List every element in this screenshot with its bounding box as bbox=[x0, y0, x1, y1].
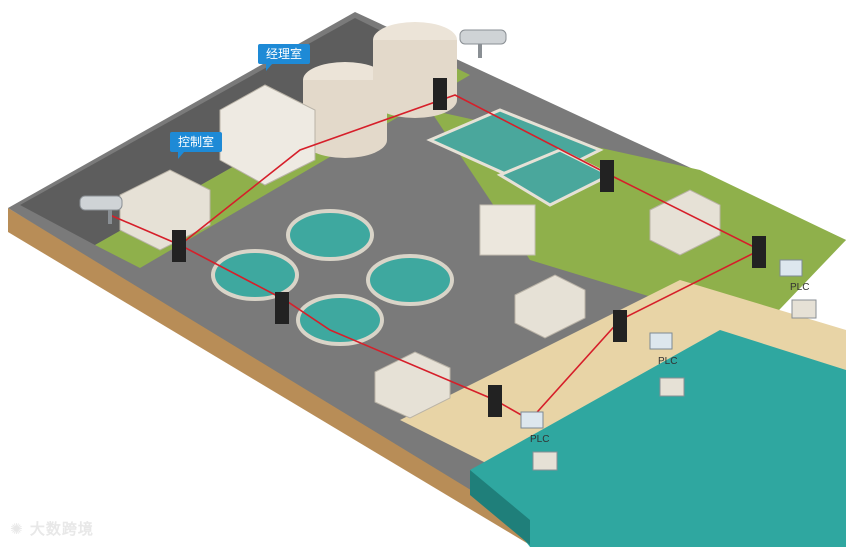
manager-office-building bbox=[219, 84, 316, 186]
plc-label: PLC bbox=[530, 434, 549, 445]
industrial-switch-icon bbox=[613, 310, 627, 342]
watermark-text: 大数跨境 bbox=[29, 520, 94, 538]
control-room-callout: 控制室 bbox=[170, 132, 223, 159]
intake-structure bbox=[791, 299, 817, 319]
clarifier-3 bbox=[366, 254, 454, 306]
pump-house-3 bbox=[374, 351, 451, 419]
plc-label: PLC bbox=[658, 356, 677, 367]
sea-water bbox=[470, 330, 846, 547]
plc-icon bbox=[649, 332, 673, 350]
intake-structure bbox=[532, 451, 558, 471]
manager-office-callout: 经理室 bbox=[258, 44, 311, 71]
plc-icon bbox=[520, 411, 544, 429]
industrial-switch-icon bbox=[275, 292, 289, 324]
industrial-switch-icon bbox=[752, 236, 766, 268]
plc-icon bbox=[779, 259, 803, 277]
ground-side bbox=[8, 208, 530, 545]
plc-label: PLC bbox=[790, 282, 809, 293]
industrial-switch-icon bbox=[172, 230, 186, 262]
clarifier-2 bbox=[211, 249, 299, 301]
pump-house-1 bbox=[649, 189, 721, 256]
sea-water-side bbox=[470, 470, 530, 545]
pump-house-2 bbox=[514, 274, 586, 339]
network-cable bbox=[109, 94, 762, 422]
industrial-switch-icon bbox=[433, 78, 447, 110]
storage-tank-1-base bbox=[303, 122, 387, 158]
industrial-switch-icon bbox=[488, 385, 502, 417]
clarifier-1 bbox=[286, 209, 374, 261]
industrial-switch-icon bbox=[600, 160, 614, 192]
control-room-building bbox=[119, 169, 211, 251]
watermark-logo-icon: ✺ bbox=[10, 520, 24, 538]
cctv-camera-icon bbox=[79, 195, 123, 224]
clarifier-4 bbox=[296, 294, 384, 346]
intake-structure bbox=[659, 377, 685, 397]
watermark: ✺ 大数跨境 bbox=[10, 518, 94, 539]
cctv-camera-icon bbox=[459, 29, 507, 58]
chemical-tanks bbox=[479, 204, 536, 256]
